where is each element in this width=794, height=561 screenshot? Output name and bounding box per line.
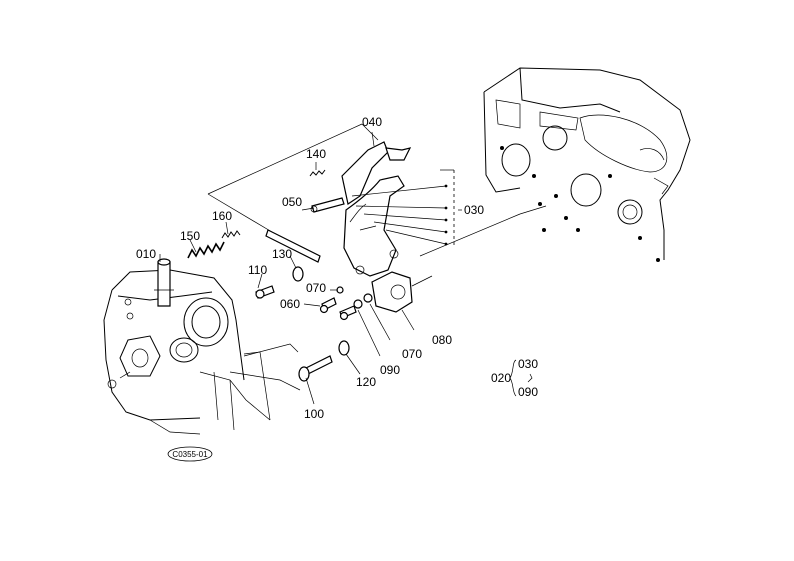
label-130: 130 <box>272 247 292 261</box>
label-080: 080 <box>432 333 452 347</box>
range-note: 020 030 090 <box>491 357 538 399</box>
figure-code: C0355-01 <box>172 450 208 459</box>
label-020: 020 <box>491 371 511 385</box>
washer-130 <box>292 266 304 282</box>
label-070-top: 070 <box>306 281 326 295</box>
part-080-block <box>371 271 433 313</box>
bolt-070 <box>336 286 357 321</box>
leader-lines <box>159 131 462 405</box>
label-100: 100 <box>304 407 324 421</box>
bolt-100 <box>298 355 333 382</box>
label-120: 120 <box>356 375 376 389</box>
label-range-090: 090 <box>518 385 538 399</box>
figure-code-badge: C0355-01 <box>167 446 213 462</box>
label-050: 050 <box>282 195 302 209</box>
label-030: 030 <box>464 203 484 217</box>
label-070-bottom: 070 <box>402 347 422 361</box>
label-090: 090 <box>380 363 400 377</box>
assembly-outline <box>207 123 547 257</box>
rod-130 <box>265 229 321 263</box>
label-060: 060 <box>280 297 300 311</box>
bolt-060 <box>319 297 337 314</box>
spring-140 <box>309 169 326 177</box>
governor-lever <box>341 141 448 277</box>
label-range-030: 030 <box>518 357 538 371</box>
pin-050 <box>310 197 345 213</box>
nut-090 <box>353 293 373 309</box>
label-140: 140 <box>306 147 326 161</box>
label-150: 150 <box>180 229 200 243</box>
label-040: 040 <box>362 115 382 129</box>
spring-160 <box>221 230 241 239</box>
label-110: 110 <box>248 263 267 277</box>
spring-150 <box>187 241 225 259</box>
pump-housing <box>103 258 301 435</box>
washer-120 <box>338 340 350 356</box>
label-010: 010 <box>136 247 156 261</box>
engine-block <box>483 67 691 262</box>
label-160: 160 <box>212 209 232 223</box>
bolt-110 <box>255 285 275 299</box>
